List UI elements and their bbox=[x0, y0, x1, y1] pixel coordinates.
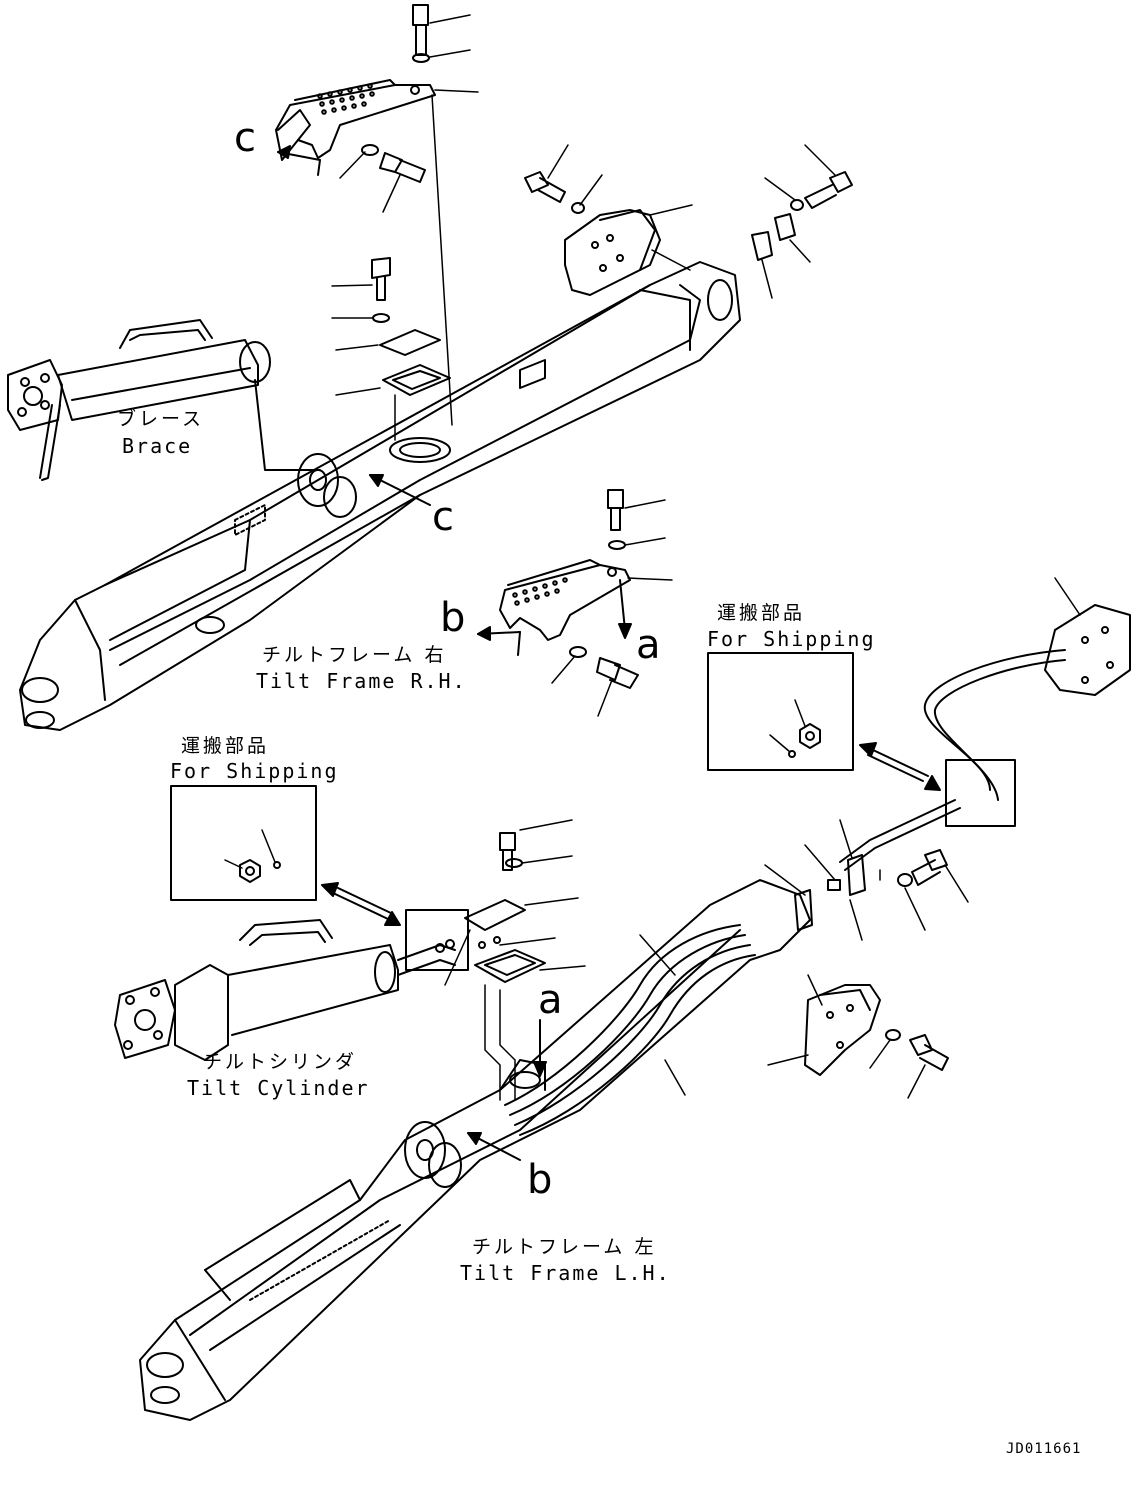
tilt-frame-lh bbox=[139, 879, 811, 1421]
tilt-cylinder-label-jp: チルトシリンダ bbox=[203, 1051, 358, 1073]
cylinder-detail-box bbox=[405, 909, 469, 971]
brace-label-jp: ブレース bbox=[117, 408, 205, 430]
drawing-number: JD011661 bbox=[1006, 1441, 1082, 1457]
brace-label-en: Brace bbox=[122, 434, 193, 458]
shipping-box-left bbox=[170, 785, 317, 901]
washer-side-top bbox=[361, 144, 379, 156]
hydraulic-hoses bbox=[839, 577, 1131, 871]
shipping-left-label-jp: 運搬部品 bbox=[181, 735, 270, 757]
brace-leader-line bbox=[254, 379, 321, 471]
frame-hose-lh bbox=[504, 924, 756, 1136]
plates-right-lower bbox=[764, 819, 969, 941]
tilt-frame-rh bbox=[19, 261, 741, 731]
block-group-lh bbox=[444, 819, 586, 1101]
tilt-cylinder-label-en: Tilt Cylinder bbox=[187, 1076, 370, 1100]
washer-top bbox=[412, 53, 430, 63]
arrow-b-low bbox=[467, 1132, 521, 1161]
hose-detail-box bbox=[945, 759, 1016, 827]
shipping-left-label-en: For Shipping bbox=[170, 759, 339, 783]
bolt-side-top bbox=[379, 152, 426, 183]
step-plate-top bbox=[275, 79, 436, 161]
bracket-upper-right bbox=[524, 144, 853, 299]
callout-a-low: a bbox=[538, 977, 563, 1023]
arrow-c-mid bbox=[369, 474, 431, 506]
cover-plate-group bbox=[331, 257, 451, 441]
bolt-top bbox=[412, 4, 429, 56]
shipping-right-label-en: For Shipping bbox=[707, 627, 876, 651]
bracket-lower-right bbox=[767, 974, 949, 1099]
leader-lines-top bbox=[339, 14, 479, 426]
callout-c-mid: c bbox=[432, 494, 454, 540]
tilt-frame-lh-label-en: Tilt Frame L.H. bbox=[460, 1261, 671, 1285]
tilt-frame-rh-label-jp: チルトフレーム 右 bbox=[262, 644, 447, 666]
arrow-a-low bbox=[533, 1019, 547, 1077]
callout-b-low: b bbox=[527, 1157, 553, 1203]
tilt-frame-rh-label-en: Tilt Frame R.H. bbox=[256, 669, 467, 693]
brace bbox=[7, 319, 271, 481]
callout-c-top: c bbox=[234, 115, 256, 161]
tilt-cylinder bbox=[114, 919, 456, 1061]
arrow-c-top bbox=[277, 145, 321, 176]
callout-a-mid: a bbox=[636, 622, 661, 668]
shipping-box-right bbox=[707, 652, 854, 771]
step-plate-mid bbox=[477, 489, 673, 717]
tilt-frame-lh-label-jp: チルトフレーム 左 bbox=[472, 1236, 657, 1258]
double-arrow-left bbox=[321, 882, 401, 926]
double-arrow-right bbox=[859, 742, 941, 791]
step-grip-holes bbox=[317, 83, 375, 115]
callout-b-mid: b bbox=[440, 595, 466, 641]
shipping-right-label-jp: 運搬部品 bbox=[717, 602, 806, 624]
